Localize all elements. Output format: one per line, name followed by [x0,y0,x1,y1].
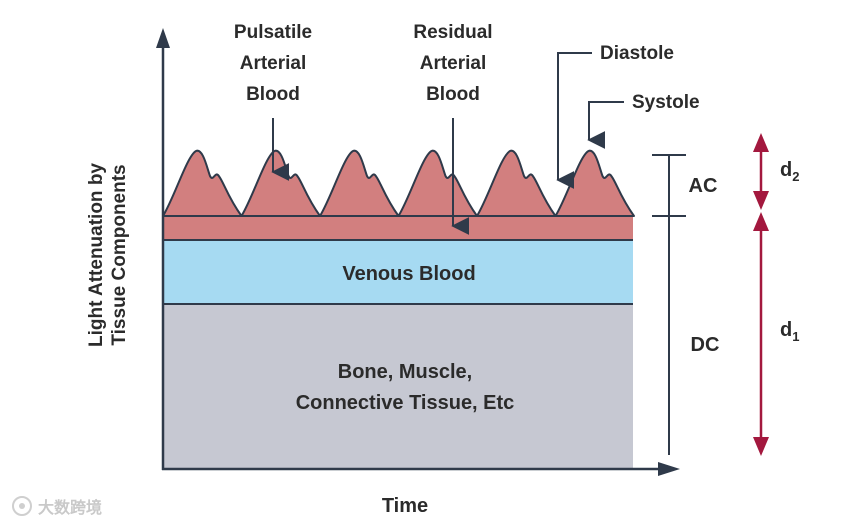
x-axis-arrowhead [658,462,680,476]
pulsatile-label: Pulsatile Arterial Blood [234,22,312,105]
y-axis-label: Light Attenuation by Tissue Components [86,163,130,347]
systole-label: Systole [632,92,700,113]
ac-label: AC [689,175,718,197]
watermark-logo-icon [12,496,32,516]
d1-arrow-up-head [753,212,769,231]
venous-layer [163,240,633,304]
d2-label-base: d [780,159,792,181]
residual-arterial-layer [163,216,633,240]
d2-arrow-up-head [753,133,769,152]
svg-text:Residual: Residual [413,22,492,43]
d1-label: d1 [780,319,799,344]
tissue-label-line1: Bone, Muscle, [338,361,472,383]
d2-label: d2 [780,159,799,184]
svg-text:Blood: Blood [426,84,480,105]
watermark-logo-icon-inner [19,503,25,509]
svg-text:Light Attenuation by: Light Attenuation by [86,163,107,347]
tissue-layer [163,304,633,468]
svg-text:Blood: Blood [246,84,300,105]
watermark: 大数跨境 [12,496,102,517]
dc-label-background [684,327,726,357]
d1-arrow-down-head [753,437,769,456]
dc-label: DC [691,334,720,356]
d2-label-subscript: 2 [792,169,799,184]
x-axis-label: Time [382,495,428,517]
diastole-label: Diastole [600,43,674,64]
svg-text:Pulsatile: Pulsatile [234,22,312,43]
svg-text:Arterial: Arterial [420,53,487,74]
watermark-text: 大数跨境 [38,498,102,517]
svg-text:Tissue Components: Tissue Components [109,164,130,345]
systole-pointer-arrow [587,101,624,149]
residual-label: Residual Arterial Blood [413,22,492,105]
y-axis-arrowhead [156,28,170,48]
venous-label: Venous Blood [342,263,475,285]
ac-label-background [684,168,726,198]
svg-text:Arterial: Arterial [240,53,307,74]
pulsatile-waveform [162,149,635,217]
diastole-pointer-arrow [556,52,592,189]
d1-label-base: d [780,319,792,341]
tissue-label-line2: Connective Tissue, Etc [296,392,515,414]
d1-label-subscript: 1 [792,329,799,344]
d2-arrow-down-head [753,191,769,210]
